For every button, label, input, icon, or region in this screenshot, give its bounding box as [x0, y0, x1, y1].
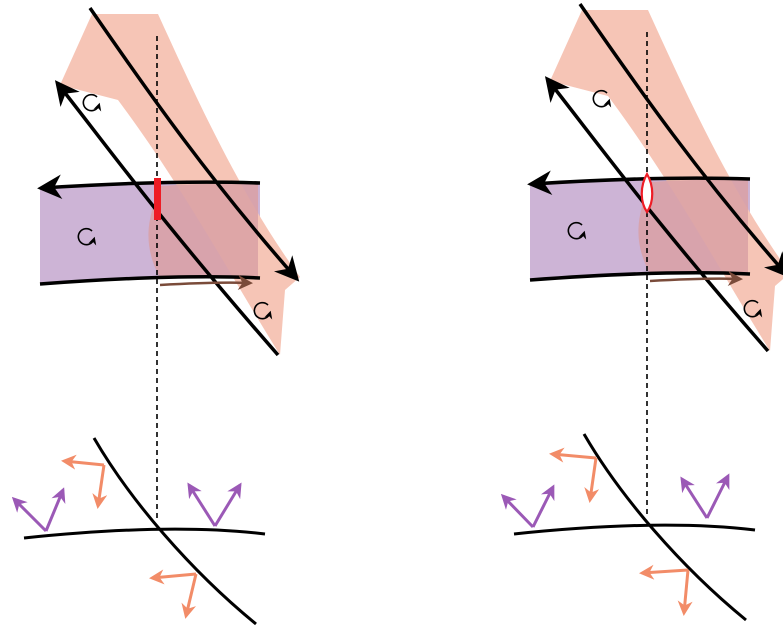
purple-vector-pair — [500, 484, 555, 529]
left-panel — [11, 8, 300, 626]
crossing-marker-solid — [154, 178, 161, 220]
circular-arrow-icon — [83, 95, 99, 111]
right-lower-lines — [512, 432, 757, 622]
purple-vector-pair — [187, 482, 242, 527]
pink-vector-pair — [639, 564, 693, 616]
purple-vector-pair — [11, 487, 66, 533]
left-lower-lines — [22, 436, 267, 626]
left-ribbons — [40, 8, 300, 520]
pink-vector-pair — [149, 569, 198, 619]
right-ribbons — [530, 4, 783, 516]
right-panel — [500, 4, 783, 622]
pink-vector-pair — [61, 454, 108, 509]
crossing-marker-lens — [640, 171, 654, 214]
pink-vector-pair — [549, 447, 600, 503]
purple-vector-pair — [680, 473, 730, 519]
